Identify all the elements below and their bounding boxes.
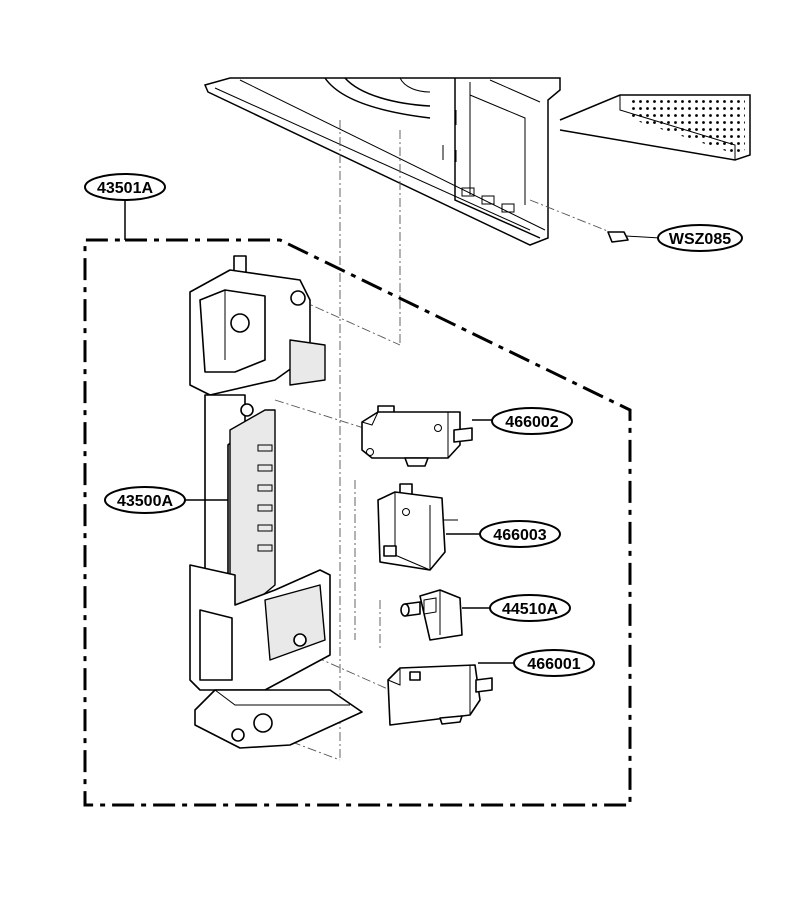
switch-466003-part xyxy=(377,483,458,571)
frame-rib-slots xyxy=(257,444,273,552)
callout-466003-label: 466003 xyxy=(493,527,546,544)
callout-44510A-label: 44510A xyxy=(502,601,558,618)
callout-44510A: 44510A xyxy=(489,594,571,622)
vent-grille xyxy=(628,98,745,154)
leader-lines xyxy=(124,200,514,664)
callout-43500A: 43500A xyxy=(104,486,186,514)
callout-43500A-label: 43500A xyxy=(117,493,173,510)
callout-466002-label: 466002 xyxy=(505,414,558,431)
switch-frame-part xyxy=(189,255,363,749)
callout-WSZ085-label: WSZ085 xyxy=(669,231,731,248)
lever-44510A-part xyxy=(400,589,463,641)
alignment-lines xyxy=(259,120,611,761)
switch-466001-part xyxy=(387,664,493,726)
assembly-boundary xyxy=(83,238,632,807)
screw-part xyxy=(607,231,661,243)
switch-466002-part xyxy=(361,405,473,467)
callout-466001-label: 466001 xyxy=(527,656,580,673)
callout-466002: 466002 xyxy=(491,407,573,435)
callout-466001: 466001 xyxy=(513,649,595,677)
callout-43501A-label: 43501A xyxy=(97,180,153,197)
callout-466003: 466003 xyxy=(479,520,561,548)
callout-WSZ085: WSZ085 xyxy=(657,224,743,252)
oven-chassis xyxy=(203,77,751,246)
callout-43501A: 43501A xyxy=(84,173,166,201)
